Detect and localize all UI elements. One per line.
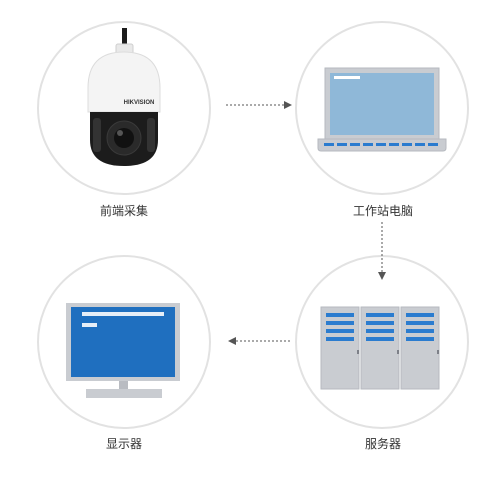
camera-node: HIKVISION bbox=[37, 21, 211, 195]
laptop-node bbox=[295, 21, 469, 195]
arrow-camera-to-laptop bbox=[226, 101, 292, 109]
monitor-icon bbox=[66, 303, 180, 398]
laptop-label: 工作站电脑 bbox=[352, 204, 413, 218]
monitor-node bbox=[37, 255, 211, 429]
ptz-camera-icon: HIKVISION bbox=[87, 28, 161, 166]
laptop-icon bbox=[317, 67, 447, 152]
server-rack-icon bbox=[320, 306, 440, 390]
arrow-server-to-monitor bbox=[228, 337, 290, 345]
monitor-label: 显示器 bbox=[105, 437, 142, 451]
camera-brand-text: HIKVISION bbox=[124, 100, 155, 106]
arrow-laptop-to-server bbox=[378, 222, 386, 280]
server-label: 服务器 bbox=[364, 437, 401, 451]
server-node bbox=[295, 255, 469, 429]
camera-label: 前端采集 bbox=[99, 204, 148, 218]
